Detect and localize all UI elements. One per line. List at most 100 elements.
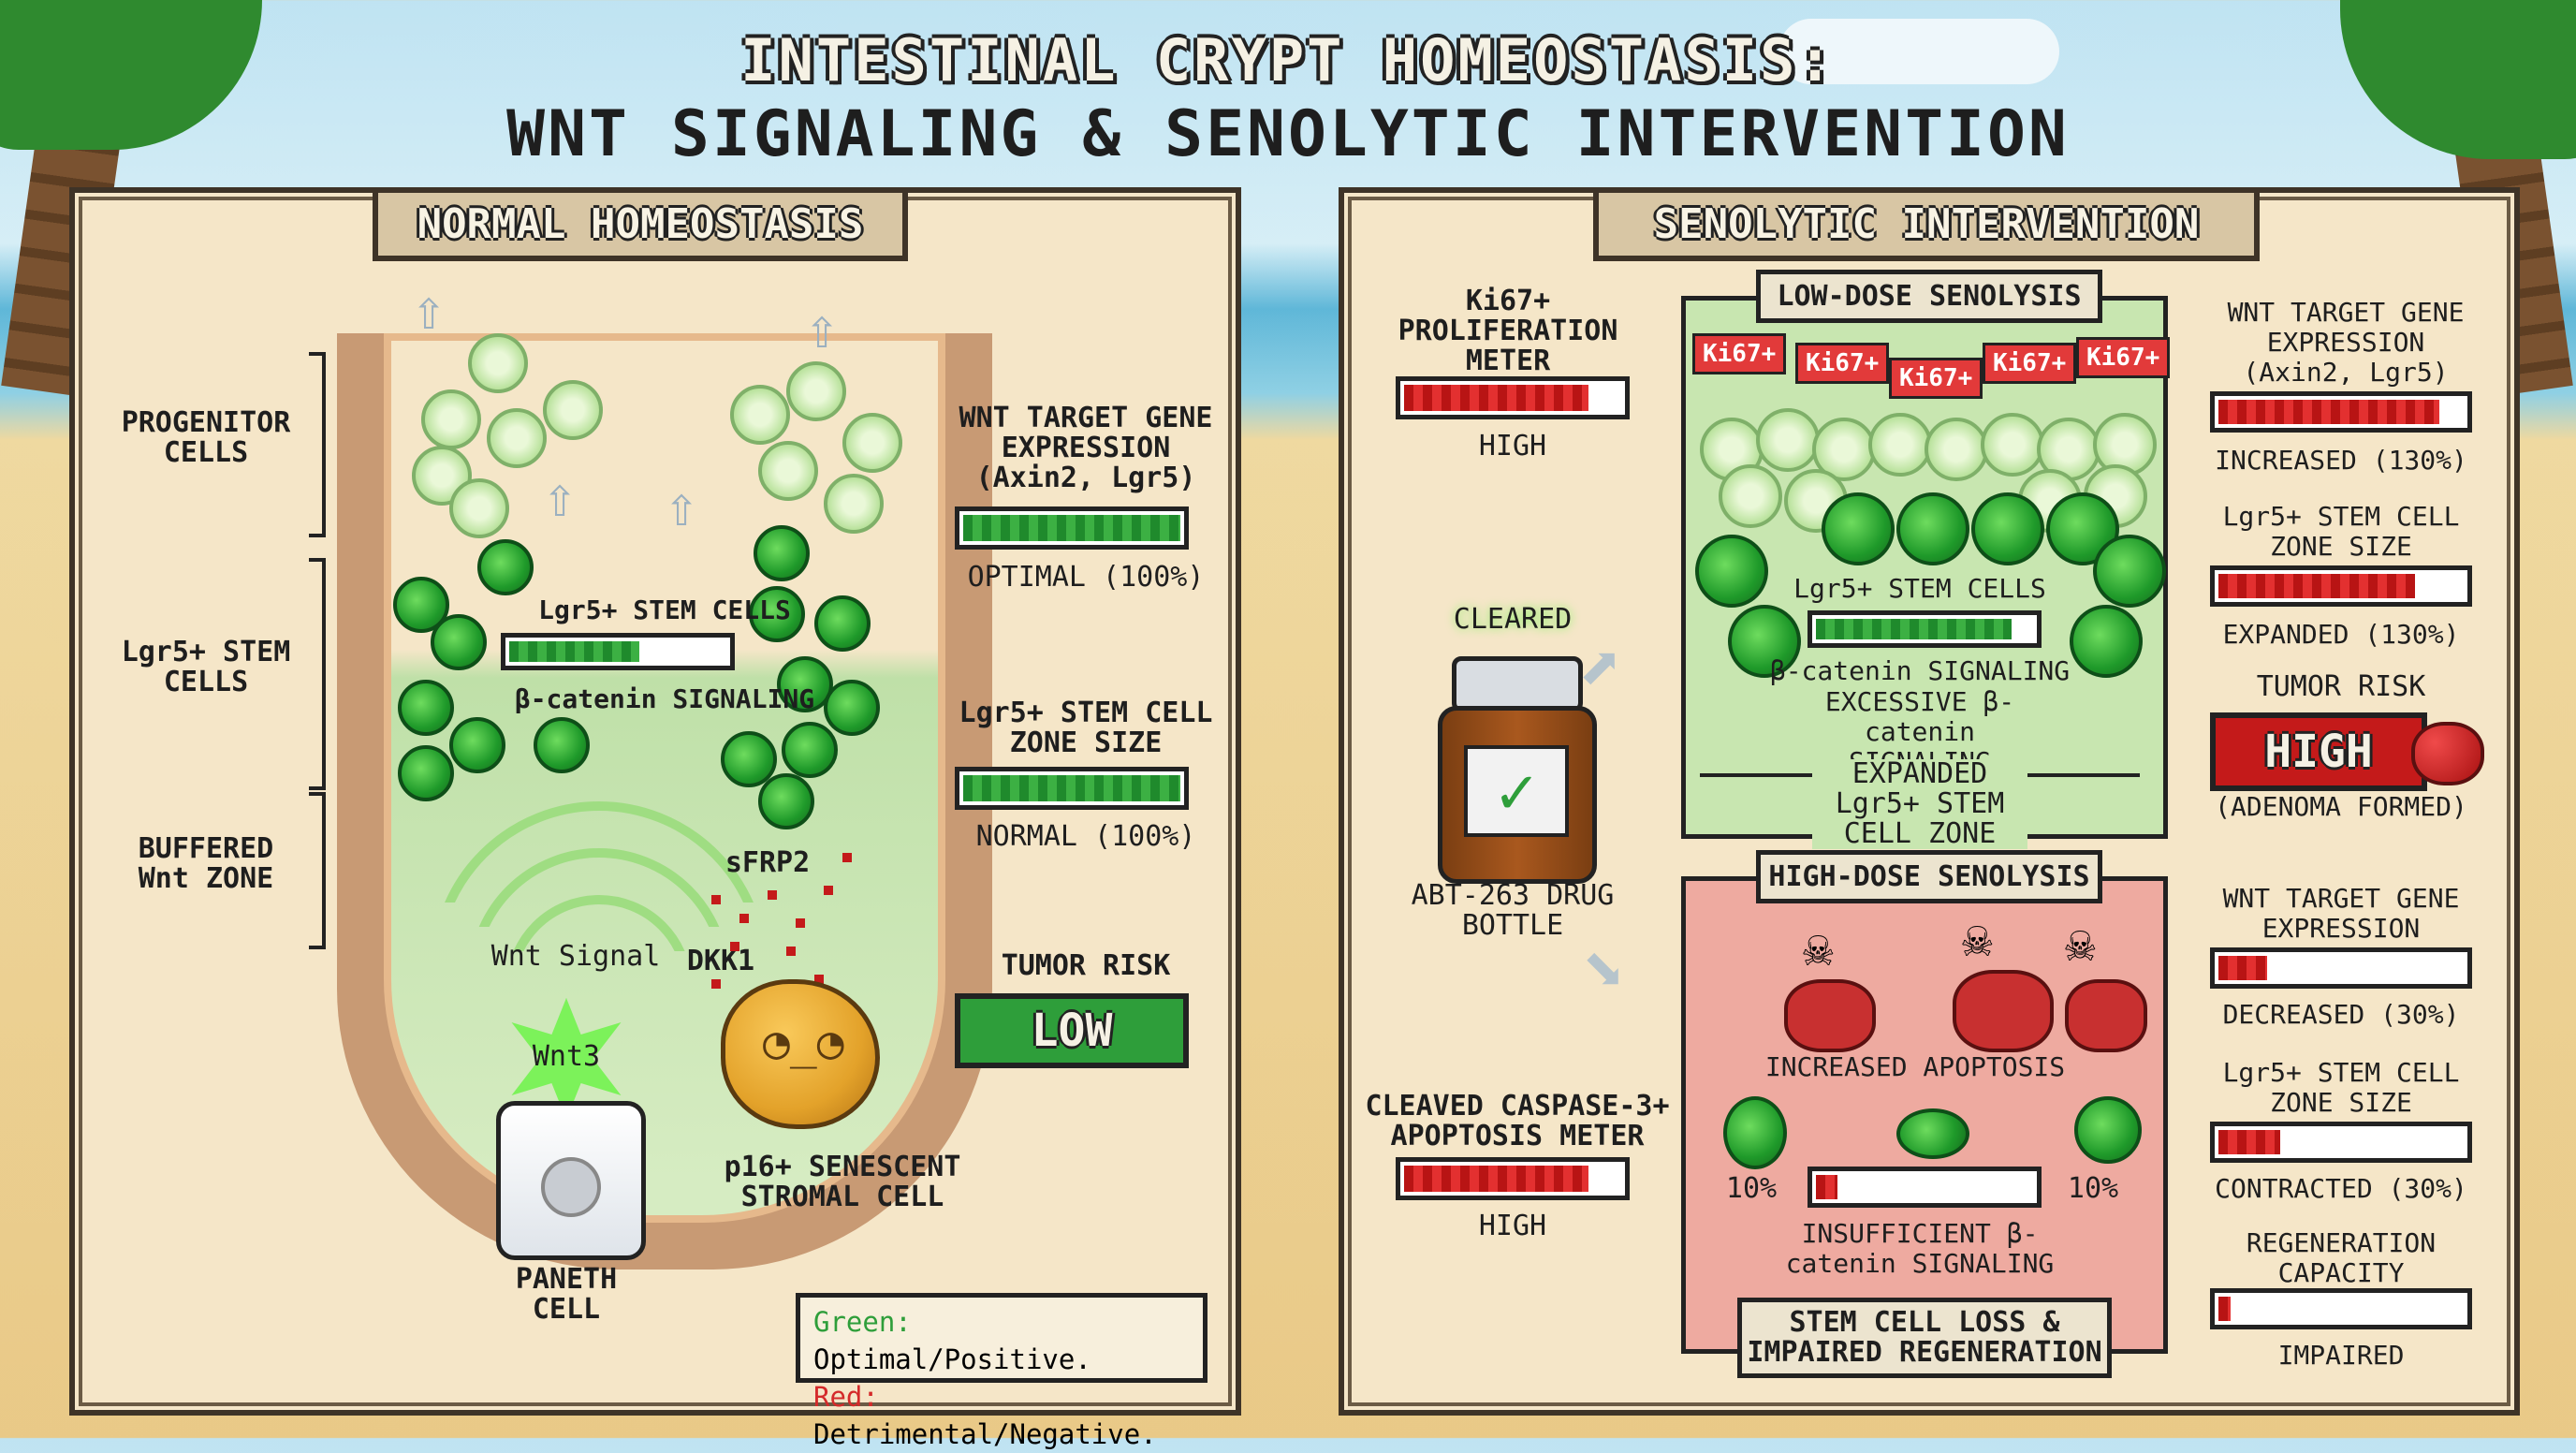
left-wnt-metric-label: WNT TARGET GENE EXPRESSION (Axin2, Lgr5) [959,402,1213,494]
low-zone-metric-label: Lgr5+ STEM CELL ZONE SIZE [2222,501,2460,562]
stem-cell [1695,535,1768,608]
crypt-stem-bar-fill [509,641,640,662]
stem-cell [477,539,534,595]
skull-icon: ☠ [1803,918,1834,977]
low-zone-metric-value: EXPANDED (130%) [2222,619,2460,650]
progenitor-cell [842,413,902,473]
low-stem-bar [1808,610,2042,648]
bracket-buffered [309,792,326,949]
ki67-tag: Ki67+ [1692,333,1787,374]
inhibitor-dot [739,914,749,923]
tumor-mass-icon [2411,722,2484,785]
sfrp2-label: sFRP2 [724,846,811,879]
senolytic-intervention-panel: SENOLYTIC INTERVENTION Ki67+ PROLIFERATI… [1339,187,2520,1416]
regeneration-fill [2218,1297,2232,1321]
left-wnt-metric-bar [955,506,1189,550]
high-bcat-bar [1808,1167,2042,1208]
left-zone-metric-label: Lgr5+ STEM CELL ZONE SIZE [959,697,1213,759]
left-zone-metric-bar [955,767,1189,810]
legend-green-text: Optimal/Positive. [813,1343,1091,1375]
inhibitor-dot [796,918,805,928]
inhibitor-dot [824,886,833,895]
low-dose-title: LOW-DOSE SENOLYSIS [1756,270,2102,323]
low-wnt-metric-bar [2210,391,2472,433]
low-stem-label: Lgr5+ STEM CELLS [1793,573,2046,604]
up-arrow-icon: ⇧ [543,464,578,530]
wnt3-label: Wnt3 [532,1040,601,1073]
high-dose-title: HIGH-DOSE SENOLYSIS [1756,850,2102,903]
low-zone-metric-fill [2218,574,2415,598]
bottle-cap [1452,656,1583,712]
progenitor-cell [730,385,790,445]
bracket-progenitor [309,352,326,537]
progenitor-cell [1981,413,2044,477]
stem-cell [1728,605,1801,678]
progenitor-cell [543,380,603,440]
side-label-stem: Lgr5+ STEM CELLS [121,636,291,698]
inhibitor-dot [786,947,796,956]
up-arrow-icon: ⇧ [412,277,446,343]
ki67-tag: Ki67+ [1983,343,2077,384]
high-wnt-metric-fill [2218,956,2268,980]
progenitor-cell [786,361,846,421]
left-wnt-metric-fill [963,515,1180,541]
side-label-buffered: BUFFERED Wnt ZONE [138,832,274,895]
low-expanded-label: EXPANDED Lgr5+ STEM CELL ZONE [1812,759,2027,849]
stem-cell [398,680,454,736]
check-icon: ✓ [1464,745,1569,837]
caspase-meter-value: HIGH [1478,1210,1547,1242]
drug-label: ABT-263 DRUG BOTTLE [1411,879,1615,942]
inhibitor-dot [711,895,721,904]
cleared-label: CLEARED [1453,603,1573,636]
stem-cell [2093,535,2166,608]
left-zone-metric-value: NORMAL (100%) [975,820,1196,853]
stem-cell [749,586,805,642]
progenitor-cell [449,478,509,538]
left-tumor-label: TUMOR RISK [1001,949,1171,982]
progenitor-cell [1719,464,1782,528]
progenitor-cell [468,333,528,393]
caspase-meter-bar [1396,1157,1630,1200]
normal-panel-title: NORMAL HOMEOSTASIS [373,187,908,261]
stem-cell [782,722,838,778]
high-zone-metric-value: CONTRACTED (30%) [2215,1173,2467,1204]
high-zone-metric-bar [2210,1122,2472,1163]
progenitor-cell [1925,418,1988,481]
bracket-stem [309,558,326,790]
senescent-label: p16+ SENESCENT STROMAL CELL [724,1151,961,1213]
ki67-meter-label: Ki67+ PROLIFERATION METER [1398,285,1618,377]
right-tumor-note: (ADENOMA FORMED) [2215,791,2467,822]
side-label-progenitor: PROGENITOR CELLS [121,406,291,469]
crypt-stem-bar [501,633,735,670]
senolytic-panel-title: SENOLYTIC INTERVENTION [1593,187,2260,261]
ki67-meter-bar [1396,376,1630,419]
high-wnt-metric-value: DECREASED (30%) [2222,999,2460,1030]
regeneration-value: IMPAIRED [2277,1340,2405,1371]
inhibitor-dot [730,942,739,951]
low-wnt-metric-label: WNT TARGET GENE EXPRESSION (Axin2, Lgr5) [2227,297,2465,388]
skull-icon: ☠ [1962,909,1993,968]
dkk1-label: DKK1 [686,945,755,977]
legend-red-key: Red: [813,1381,879,1413]
insufficient-label: INSUFFICIENT β-catenin SIGNALING [1785,1218,2055,1279]
up-arrow-icon: ⇧ [665,474,699,539]
inhibitor-dot [711,979,721,989]
normal-homeostasis-panel: NORMAL HOMEOSTASIS PROGENITOR CELLS Lgr5… [69,187,1241,1450]
stem-cell [534,717,590,773]
pct-left: 10% [1725,1172,1778,1205]
high-bcat-bar-fill [1816,1175,1838,1199]
ki67-tag: Ki67+ [1889,358,1983,399]
stem-cell [449,717,505,773]
ki67-meter-fill [1404,385,1589,411]
skull-icon: ☠ [2065,914,2096,973]
stem-cell [431,614,487,670]
high-zone-metric-label: Lgr5+ STEM CELL ZONE SIZE [2222,1057,2460,1118]
senescent-cell-icon [721,979,880,1129]
low-bcat-label: β-catenin SIGNALING [1769,655,2071,686]
stem-cell [1896,492,1969,565]
progenitor-cell [421,389,481,449]
increased-apoptosis-label: INCREASED APOPTOSIS [1764,1051,2066,1082]
apoptotic-cell-icon [1784,979,1876,1052]
apoptotic-cell-icon [1953,970,2054,1052]
stem-cell [814,595,871,652]
